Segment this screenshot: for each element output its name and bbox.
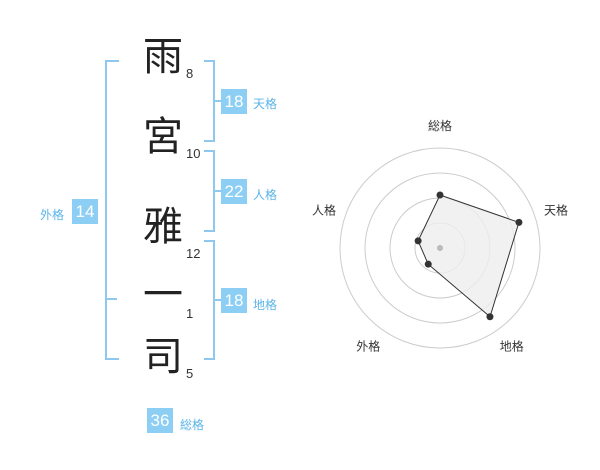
name-char-5: 司 [143, 334, 183, 380]
stroke-count-5: 5 [186, 366, 194, 381]
radar-polygon [417, 194, 520, 318]
radar-point [414, 237, 422, 245]
radar-axis-label: 地格 [500, 339, 524, 354]
soukaku-label: 総格 [180, 418, 205, 432]
radar-center-dot [437, 245, 443, 251]
name-char-2: 宮 [143, 114, 183, 160]
gaikaku-value: 14 [72, 199, 98, 224]
radar-point [436, 191, 444, 199]
radar-point [486, 313, 494, 321]
stroke-count-1: 8 [186, 66, 194, 81]
tenkaku-label: 天格 [253, 97, 278, 111]
stroke-count-2: 10 [186, 146, 201, 161]
jinkaku-bracket [204, 150, 215, 232]
tenkaku-value: 18 [221, 89, 247, 114]
name-char-3: 雅 [143, 204, 183, 250]
radar-axis-label: 天格 [544, 202, 568, 217]
chikaku-connector [215, 299, 221, 301]
gaikaku-label: 外格 [40, 208, 65, 222]
stroke-count-4: 1 [186, 306, 194, 321]
chikaku-label: 地格 [253, 298, 278, 312]
soukaku-value: 36 [147, 408, 173, 433]
radar-axis-label: 外格 [356, 339, 380, 354]
stroke-count-3: 12 [186, 246, 201, 261]
tenkaku-bracket [204, 60, 215, 142]
name-char-1: 雨 [143, 34, 183, 80]
tenkaku-connector [215, 100, 221, 102]
radar-axis-label: 総格 [428, 118, 452, 133]
chikaku-value: 18 [221, 288, 247, 313]
jinkaku-label: 人格 [253, 188, 278, 202]
chikaku-bracket [204, 240, 215, 360]
radar-ring [339, 147, 541, 349]
jinkaku-connector [215, 190, 221, 192]
gaikaku-divider [105, 298, 117, 300]
radar-point [515, 218, 523, 226]
gaikaku-bracket [105, 60, 119, 360]
name-char-4: 一 [143, 272, 183, 318]
radar-axis-label: 人格 [312, 202, 336, 217]
jinkaku-value: 22 [221, 179, 247, 204]
radar-ring [364, 172, 516, 324]
radar-point [424, 260, 432, 268]
